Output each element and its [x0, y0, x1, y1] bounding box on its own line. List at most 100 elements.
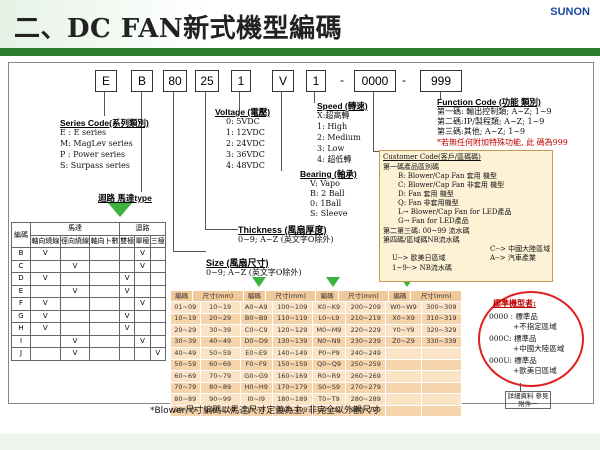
table-cell	[89, 284, 120, 298]
table-cell: 80~89	[199, 381, 241, 394]
table-cell: C	[11, 259, 31, 273]
customer-item: L→ Blower/Cap Fan for LED產品	[398, 208, 512, 216]
table-cell: 20~29	[170, 324, 201, 337]
circuit-sub: 三極	[149, 234, 167, 248]
table-cell: W0~W9	[385, 301, 422, 314]
table-cell: U0~U9	[311, 404, 347, 417]
table-cell: Q0~Q9	[311, 358, 347, 371]
table-cell: E0~E9	[239, 347, 273, 360]
circuit-sub: 軸向繞線	[30, 234, 61, 248]
table-cell: 250~259	[345, 358, 387, 371]
table-cell: D	[11, 272, 31, 286]
header-strip	[0, 48, 600, 56]
table-cell	[89, 322, 120, 336]
table-cell: V	[30, 322, 61, 336]
table-cell: 200~209	[345, 301, 387, 314]
function-note: *若無任何附加特殊功能, 此 碼為999	[437, 138, 568, 147]
green-down-arrow-icon	[400, 277, 414, 287]
table-cell: V	[30, 309, 61, 323]
table-cell	[149, 309, 167, 323]
std-item: 000C: 標準品	[489, 334, 537, 343]
circuit-sub: 軸向卜數	[89, 234, 120, 248]
table-cell: 170~179	[271, 381, 313, 394]
table-cell: 60~69	[199, 358, 241, 371]
function-item: 第二碼:IP/製程類; A~Z; 1~9	[437, 117, 545, 126]
thickness-desc: 0~9; A~Z (英文字O除外)	[238, 235, 334, 244]
table-cell: M0~M9	[311, 324, 347, 337]
circuit-sub: 單極	[134, 234, 151, 248]
table-cell: 320~329	[420, 324, 463, 337]
table-cell	[59, 322, 91, 336]
table-cell: V	[30, 297, 61, 311]
speed-item: 2: Medium	[317, 133, 361, 142]
code-dash-1: -	[336, 70, 348, 90]
table-cell: C0~C9	[239, 324, 273, 337]
voltage-item: 4: 48VDC	[226, 161, 265, 170]
code-box-thickness: 25	[195, 70, 219, 92]
customer-item: G→ Fan for LED產品	[398, 217, 469, 225]
series-title: Series Code(系列類別)	[60, 118, 149, 128]
table-cell	[118, 297, 136, 311]
code-box-size: 80	[163, 70, 187, 92]
table-cell: V	[59, 259, 91, 273]
std-item: 0000 : 標準品	[489, 312, 538, 321]
table-cell	[385, 347, 422, 360]
series-item: E : E series	[60, 128, 107, 137]
table-cell	[134, 322, 151, 336]
table-cell	[89, 247, 120, 261]
table-cell: V	[134, 334, 151, 348]
thickness-title: Thickness (風扇厚度)	[238, 225, 327, 235]
table-cell: 10~19	[199, 301, 241, 314]
table-cell: V	[118, 272, 136, 286]
table-cell: J	[11, 347, 31, 361]
table-cell	[118, 259, 136, 273]
table-cell: H	[11, 322, 31, 336]
customer-item: C: Blower/Cap Fan 非套用 機型	[398, 181, 505, 189]
connector-speed	[314, 91, 315, 103]
table-cell: 160~169	[271, 370, 313, 383]
table-cell	[118, 347, 136, 361]
std-title: 標準機型者:	[493, 298, 536, 308]
table-cell	[118, 247, 136, 261]
std-item: +中國大陸區域	[513, 344, 565, 353]
table-cell	[385, 358, 422, 371]
customer-code-box	[379, 150, 553, 282]
customer-item: U--> 歐美日區域	[392, 254, 446, 262]
table-cell: 130~139	[271, 335, 313, 348]
table-cell: 210~219	[345, 312, 387, 325]
table-cell: 50~59	[170, 358, 201, 371]
table-cell: 230~239	[345, 335, 387, 348]
table-cell: D0~D9	[239, 335, 273, 348]
table-cell: V	[118, 309, 136, 323]
table-cell: R0~R9	[311, 370, 347, 383]
table-cell: V	[118, 284, 136, 298]
table-cell: B0~B9	[239, 312, 273, 325]
code-box-customer: 0000	[354, 70, 396, 92]
table-cell: P0~P9	[311, 347, 347, 360]
table-cell: V	[134, 297, 151, 311]
table-cell: 300~309	[420, 301, 463, 314]
connector-customer-h	[373, 151, 379, 152]
page-title: 二、DC FAN新式機型編碼	[14, 14, 343, 44]
voltage-item: 2: 24VDC	[226, 139, 265, 148]
code-box-voltage: 1	[231, 70, 251, 92]
table-cell: 30~39	[199, 324, 241, 337]
customer-item: D: Fan 套用 機型	[398, 190, 454, 198]
table-cell	[118, 334, 136, 348]
table-cell: 30~39	[170, 335, 201, 348]
table-cell	[89, 309, 120, 323]
table-cell: V	[59, 347, 91, 361]
table-cell: F	[11, 297, 31, 311]
voltage-item: 3: 36VDC	[226, 150, 265, 159]
table-cell	[59, 272, 91, 286]
